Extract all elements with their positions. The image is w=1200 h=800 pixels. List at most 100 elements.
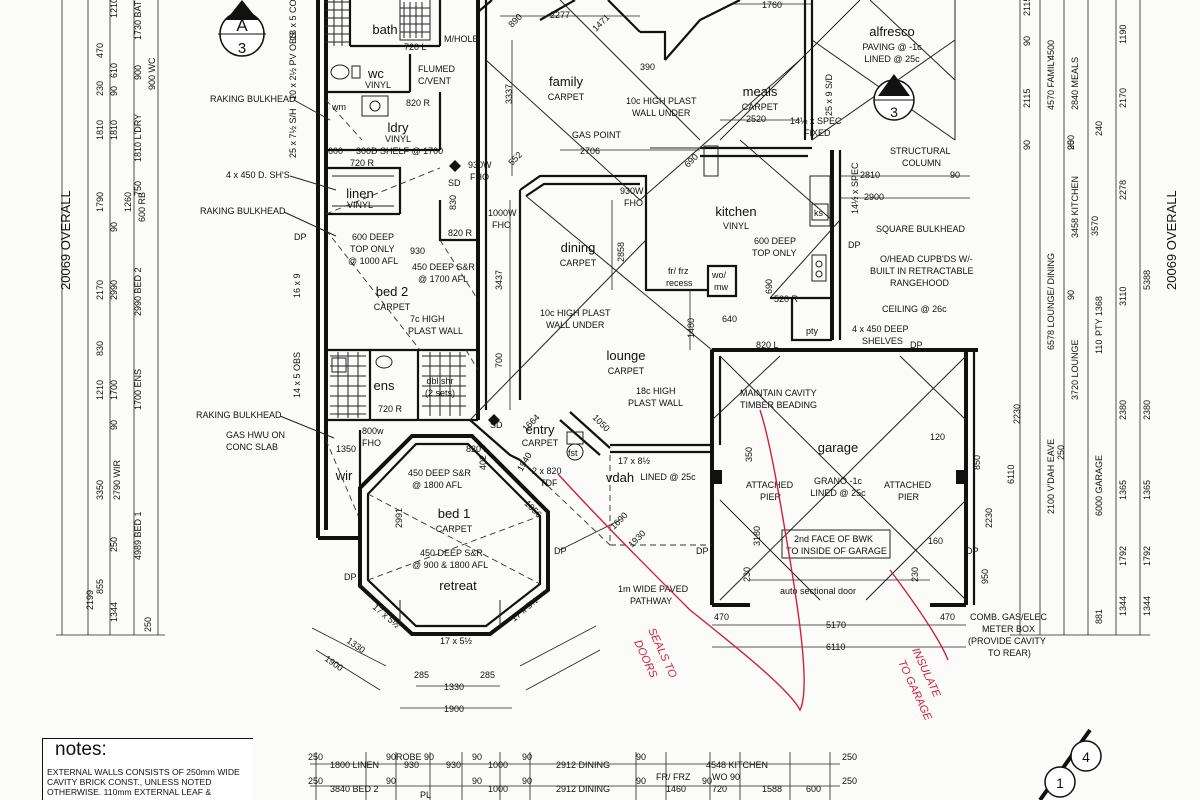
label-dp-2: DP <box>848 240 861 250</box>
note-plast-10-d: WALL UNDER <box>546 320 605 330</box>
dim-bot-3180: 3180 <box>752 526 762 546</box>
room-dining: dining <box>561 240 596 255</box>
dim-855: 855 <box>95 579 105 594</box>
note-gas-hwu-2: CONC SLAB <box>226 442 278 452</box>
sched1-10: 90 <box>636 752 646 762</box>
dim-bot-1350: 1350 <box>336 444 356 454</box>
notes-body: EXTERNAL WALLS CONSISTS OF 250mm WIDE CA… <box>47 767 240 797</box>
pier-left <box>712 470 722 484</box>
sched1-6: 90 <box>472 752 482 762</box>
dim-bot-1330a: 1330 <box>345 635 367 655</box>
dim-top-2520: 2520 <box>746 114 766 124</box>
dim-1210: 1210 <box>109 0 119 18</box>
marker-a3-mid-number: 3 <box>890 104 898 120</box>
label-sd-1: SD <box>448 178 461 188</box>
label-dp-4: DP <box>554 546 567 556</box>
label-720l: 720 L <box>404 42 427 52</box>
bottom-dimensions: 1330 1900 285 285 1330 1900 5170 6110 47… <box>311 412 990 714</box>
room-labels: family CARPET meals CARPET alfresco PAVI… <box>335 22 922 593</box>
note-square-bulkhead: SQUARE BULKHEAD <box>876 224 966 234</box>
dim-top-1760: 1760 <box>762 0 782 10</box>
dim-bot-1900a: 1900 <box>323 653 345 673</box>
note-pier-1-a: ATTACHED <box>746 480 794 490</box>
note-pier-2-a: ATTACHED <box>884 480 932 490</box>
note-fho-800-a: 800w <box>362 426 384 436</box>
small-labels: SD SD DP DP DP DP DP DP DP fst wm ks 720… <box>294 42 979 582</box>
note-sr-450-a: 450 DEEP S&R <box>412 262 475 272</box>
room-pty: pty <box>806 326 819 336</box>
dim-bot-5170: 5170 <box>826 620 846 630</box>
note-plast-18-a: 18c HIGH <box>636 386 676 396</box>
overall-left: 20069 OVERALL <box>58 190 73 290</box>
room-dining-floor: CARPET <box>560 258 597 268</box>
dim-900: 900 <box>133 65 143 80</box>
note-plast-10-c: 10c HIGH PLAST <box>540 308 611 318</box>
dim-1344: 1344 <box>109 602 119 622</box>
label-820r-2: 820 R <box>448 228 473 238</box>
note-window-a: 17 x 5½ <box>371 602 402 631</box>
sched2-14: 1588 <box>762 784 782 794</box>
dims-right-column: 2115 4500 90 2115 90 1190 2170 90 240 25… <box>972 0 1152 624</box>
note-gas-point: GAS POINT <box>572 130 622 140</box>
label-dp-7: DP <box>966 546 979 556</box>
note-shelf: 300D SHELF @ 1700 <box>356 146 443 156</box>
dim-bot-1900b: 1900 <box>444 704 464 714</box>
note-spec-14-c: 14½ x SPEC <box>850 162 860 214</box>
dim-top-2858: 2858 <box>616 242 626 262</box>
note-fho-1000-b: FHO <box>492 220 511 230</box>
section-marker-a3-top: A 3 <box>218 0 266 57</box>
dims-right-rooms: 4570 FAMILY 2840 MEALS 3458 KITCHEN 6578… <box>1046 56 1104 516</box>
dim-top-2706: 2706 <box>580 146 600 156</box>
marker-4: 4 <box>1082 749 1090 765</box>
dims-left-rooms: 1730 BATH 900 WC 1810 L'DRY 750 600 RB 2… <box>85 0 157 610</box>
dim-top-2277: 2277 <box>550 10 570 20</box>
dim-lounge-dining: 6578 LOUNGE/ DINING <box>1046 253 1056 350</box>
sched2-12: WO 90 <box>712 772 740 782</box>
left-wing-rooms <box>325 0 550 636</box>
dim-r-90a: 90 <box>1022 36 1032 46</box>
note-window-c: 17 x 5½ <box>509 595 540 624</box>
dim-bed1: 4989 BED 1 <box>133 511 143 560</box>
dim-ldry: 1810 L'DRY <box>133 114 143 162</box>
room-lounge: lounge <box>606 348 645 363</box>
room-wc: wc <box>367 66 384 81</box>
note-sr-900-b: @ 900 & 1800 AFL <box>412 560 488 570</box>
note-comb-2: METER BOX <box>982 624 1035 634</box>
top-dimensions: 2277 1471 1760 2520 2706 2810 2900 3337 … <box>328 0 970 410</box>
note-cavity-1: MAINTAIN CAVITY <box>740 388 817 398</box>
sched2-9: FR/ FRZ <box>656 772 691 782</box>
sched2-0: 250 <box>308 776 323 786</box>
dim-wc: 900 WC <box>147 57 157 90</box>
sched2-5: 1000 <box>488 784 508 794</box>
dim-r-1792a: 1792 <box>1118 546 1128 566</box>
note-ohead-1: O/HEAD CUPB'DS W/- <box>880 254 973 264</box>
dim-90a: 90 <box>109 86 119 96</box>
dim-rb: 600 RB <box>137 192 147 222</box>
sched1-11: 4548 KITCHEN <box>706 760 768 770</box>
note-fho-800-b: FHO <box>362 438 381 448</box>
room-entry-floor: CARPET <box>522 438 559 448</box>
note-fho-930-d: FHO <box>624 198 643 208</box>
dim-r-2278: 2278 <box>1118 180 1128 200</box>
note-600-deep-b: TOP ONLY <box>350 244 395 254</box>
dim-top-1480: 1480 <box>686 318 696 338</box>
dim-bot-402: 402 <box>478 455 488 470</box>
note-sh-obs: 25 x 7½ S/H <box>288 108 298 158</box>
dim-top-930: 930 <box>410 246 425 256</box>
dim-top-890: 890 <box>506 12 524 30</box>
dim-1810a: 1810 <box>95 120 105 140</box>
dimension-lines-left <box>56 0 165 636</box>
note-gas-hwu-1: GAS HWU ON <box>226 430 285 440</box>
label-ks: ks <box>814 208 824 218</box>
note-bed-16: 16 x 9 <box>292 273 302 298</box>
dim-top-600: 600 <box>328 146 343 156</box>
marker-1: 1 <box>1056 775 1064 791</box>
room-linen: linen <box>346 186 373 201</box>
dim-1260: 1260 <box>123 192 133 212</box>
note-bwk-1: 2nd FACE OF BWK <box>794 534 873 544</box>
label-820r-1: 820 R <box>406 98 431 108</box>
dim-r-2380b: 2380 <box>1142 400 1152 420</box>
sched2-7: 2912 DINING <box>556 784 610 794</box>
note-plast-10-a: 10c HIGH PLAST <box>626 96 697 106</box>
note-paved-1: 1m WIDE PAVED <box>618 584 689 594</box>
